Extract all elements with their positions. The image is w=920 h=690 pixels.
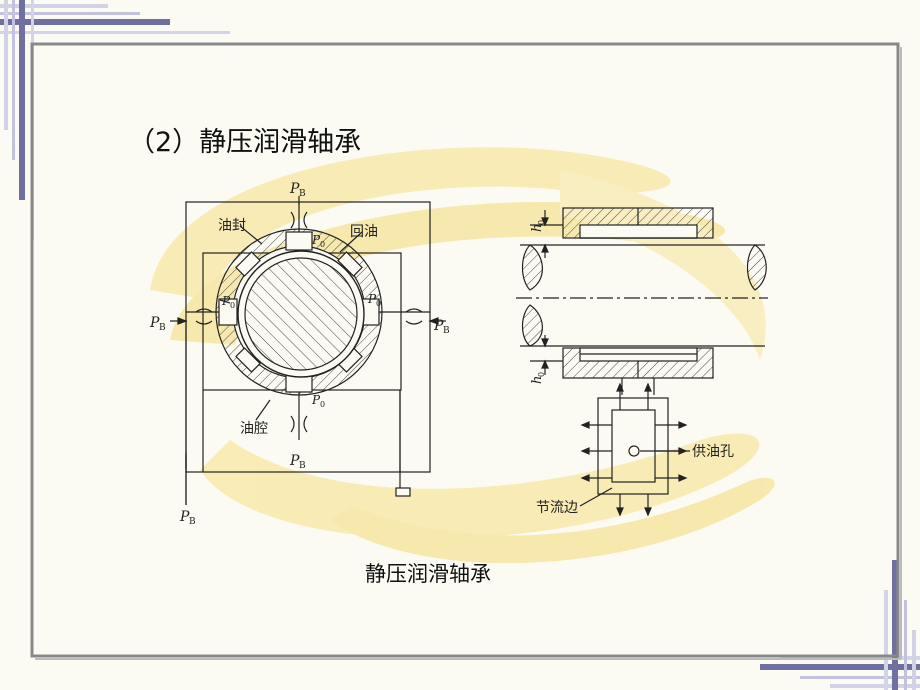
return-groove xyxy=(235,347,261,373)
shaft xyxy=(244,257,358,371)
svg-text:P: P xyxy=(149,315,160,331)
svg-text:0: 0 xyxy=(537,220,546,225)
svg-text:0: 0 xyxy=(537,372,546,377)
pressure-label: P B xyxy=(149,315,166,333)
svg-text:0: 0 xyxy=(376,299,381,308)
label-oil-supply-hole: 供油孔 xyxy=(692,444,734,460)
svg-text:0: 0 xyxy=(320,240,325,249)
svg-text:B: B xyxy=(443,326,450,336)
oil-supply-hole xyxy=(628,445,640,457)
stripe xyxy=(0,12,140,15)
svg-text:0: 0 xyxy=(320,400,325,409)
svg-text:h: h xyxy=(530,224,545,232)
pad-recess xyxy=(611,409,656,483)
stripe xyxy=(800,676,920,679)
pressure-label: P B xyxy=(289,181,306,199)
stripe xyxy=(12,0,15,160)
label-throttle-edge: 节流边 xyxy=(536,500,578,516)
pressure-label: P B xyxy=(179,509,196,527)
stripe xyxy=(904,600,907,690)
svg-text:B: B xyxy=(299,189,306,199)
return-groove xyxy=(337,251,363,277)
stripe xyxy=(884,590,888,690)
stripe xyxy=(760,664,920,670)
stripe xyxy=(0,19,170,25)
svg-text:B: B xyxy=(189,517,196,527)
stripe xyxy=(19,0,25,200)
label-oil-seal: 油封 xyxy=(218,218,246,234)
chamber-pressure-label: P 0 xyxy=(367,292,381,308)
svg-text:P: P xyxy=(367,292,377,306)
svg-text:B: B xyxy=(299,461,306,471)
svg-text:P: P xyxy=(311,393,321,407)
chamber-pressure-label: P 0 xyxy=(221,294,235,310)
gap-label-h0: h 0 xyxy=(530,220,546,232)
return-groove xyxy=(235,251,261,277)
svg-text:P: P xyxy=(179,509,190,525)
chamber-pressure-label: P 0 xyxy=(311,233,325,249)
label-oil-chamber: 油腔 xyxy=(240,421,268,437)
svg-text:B: B xyxy=(159,323,166,333)
label-oil-return: 回油 xyxy=(350,224,378,240)
slide-title: （2）静压润滑轴承 xyxy=(128,127,362,158)
pressure-label: P B xyxy=(289,453,306,471)
stripe xyxy=(892,560,898,690)
svg-text:P: P xyxy=(289,181,300,197)
stripe xyxy=(0,4,108,8)
svg-text:P: P xyxy=(289,453,300,469)
gap-label-h0: h 0 xyxy=(530,372,546,384)
stripe xyxy=(912,630,916,690)
svg-text:0: 0 xyxy=(230,301,235,310)
svg-text:P: P xyxy=(221,294,231,308)
stripe xyxy=(0,31,230,34)
stripe xyxy=(4,0,8,130)
bearing-pad xyxy=(597,397,669,495)
svg-text:P: P xyxy=(433,318,444,334)
svg-text:h: h xyxy=(530,376,545,384)
figure-caption: 静压润滑轴承 xyxy=(365,562,491,586)
content-frame xyxy=(30,42,900,658)
svg-text:P: P xyxy=(311,233,321,247)
pressure-label: P B xyxy=(433,318,450,336)
stripe xyxy=(830,684,920,688)
chamber-pressure-label: P 0 xyxy=(311,393,325,409)
